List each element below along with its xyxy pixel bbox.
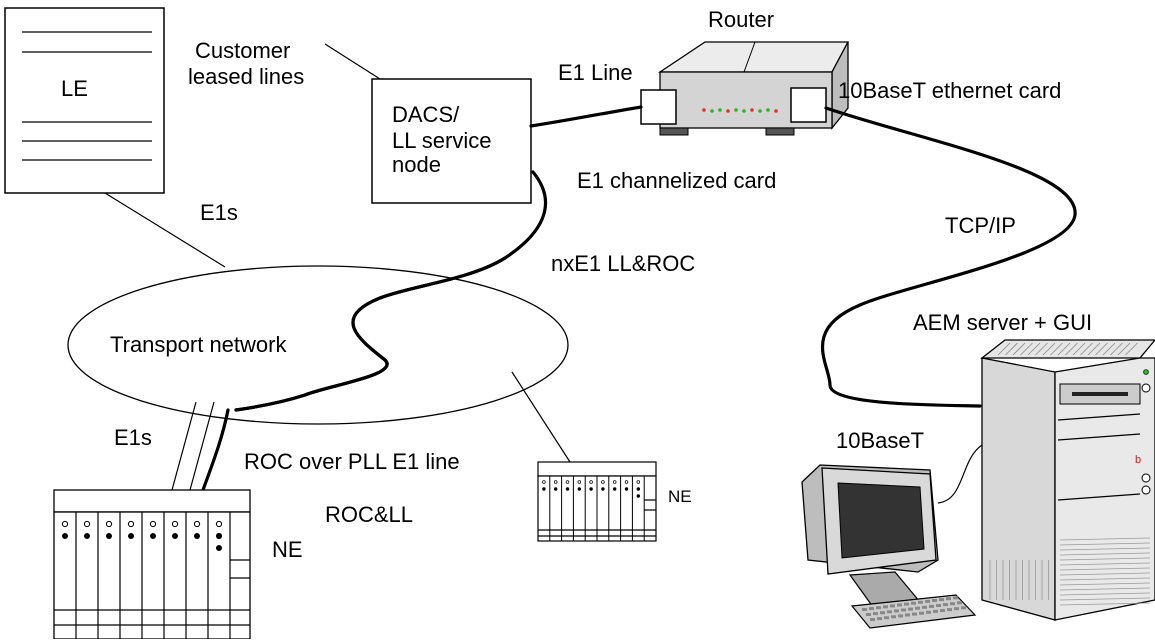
router-label: Router (708, 7, 774, 32)
tcpip-link (820, 106, 1077, 408)
router-node: Router (640, 7, 850, 136)
ethernet-card (790, 87, 827, 123)
customer-label-line1: Customer (195, 38, 290, 63)
aem-server-label: AEM server + GUI (913, 310, 1092, 335)
customer-leased-lines: Customer leased lines (188, 38, 381, 89)
customer-label-line2: leased lines (188, 64, 304, 89)
gui-workstation (801, 464, 977, 629)
dacs-router-link (529, 105, 643, 128)
tenbase-t-label: 10BaseT (836, 428, 924, 453)
monitor-server-cable (937, 444, 983, 504)
roc-pll-link (201, 408, 230, 492)
dacs-label-line1: DACS/ (392, 102, 460, 127)
ethernet-card-label: 10BaseT ethernet card (838, 78, 1061, 103)
nxe1-label: nxE1 LL&ROC (551, 251, 695, 276)
ne-large (53, 489, 251, 640)
aem-server-tower: b (980, 339, 1155, 621)
svg-text:b: b (1135, 454, 1141, 466)
ne-large-label: NE (272, 537, 303, 562)
roc-pll-label: ROC over PLL E1 line (244, 449, 460, 474)
tcpip-label: TCP/IP (945, 213, 1016, 238)
e1-line-label: E1 Line (558, 60, 633, 85)
le-transport-link (104, 192, 226, 268)
le-label: LE (61, 76, 88, 101)
dacs-node: DACS/ LL service node (371, 78, 532, 204)
e1s-link-a (171, 401, 197, 491)
ne-small-label: NE (668, 487, 692, 506)
e1-channelized-label: E1 channelized card (577, 168, 776, 193)
transport-network (67, 265, 569, 425)
le-node: LE (4, 7, 165, 194)
ne-small (537, 461, 657, 542)
transport-ne-small-link (511, 371, 571, 463)
dacs-label-line2: LL service (392, 128, 491, 153)
transport-network-label: Transport network (110, 332, 287, 357)
e1s-bottom-label: E1s (114, 425, 152, 450)
e1-card (640, 89, 677, 125)
e1s-top-label: E1s (200, 200, 238, 225)
roc-ll-label: ROC&LL (325, 502, 413, 527)
dacs-label-line3: node (392, 152, 441, 177)
